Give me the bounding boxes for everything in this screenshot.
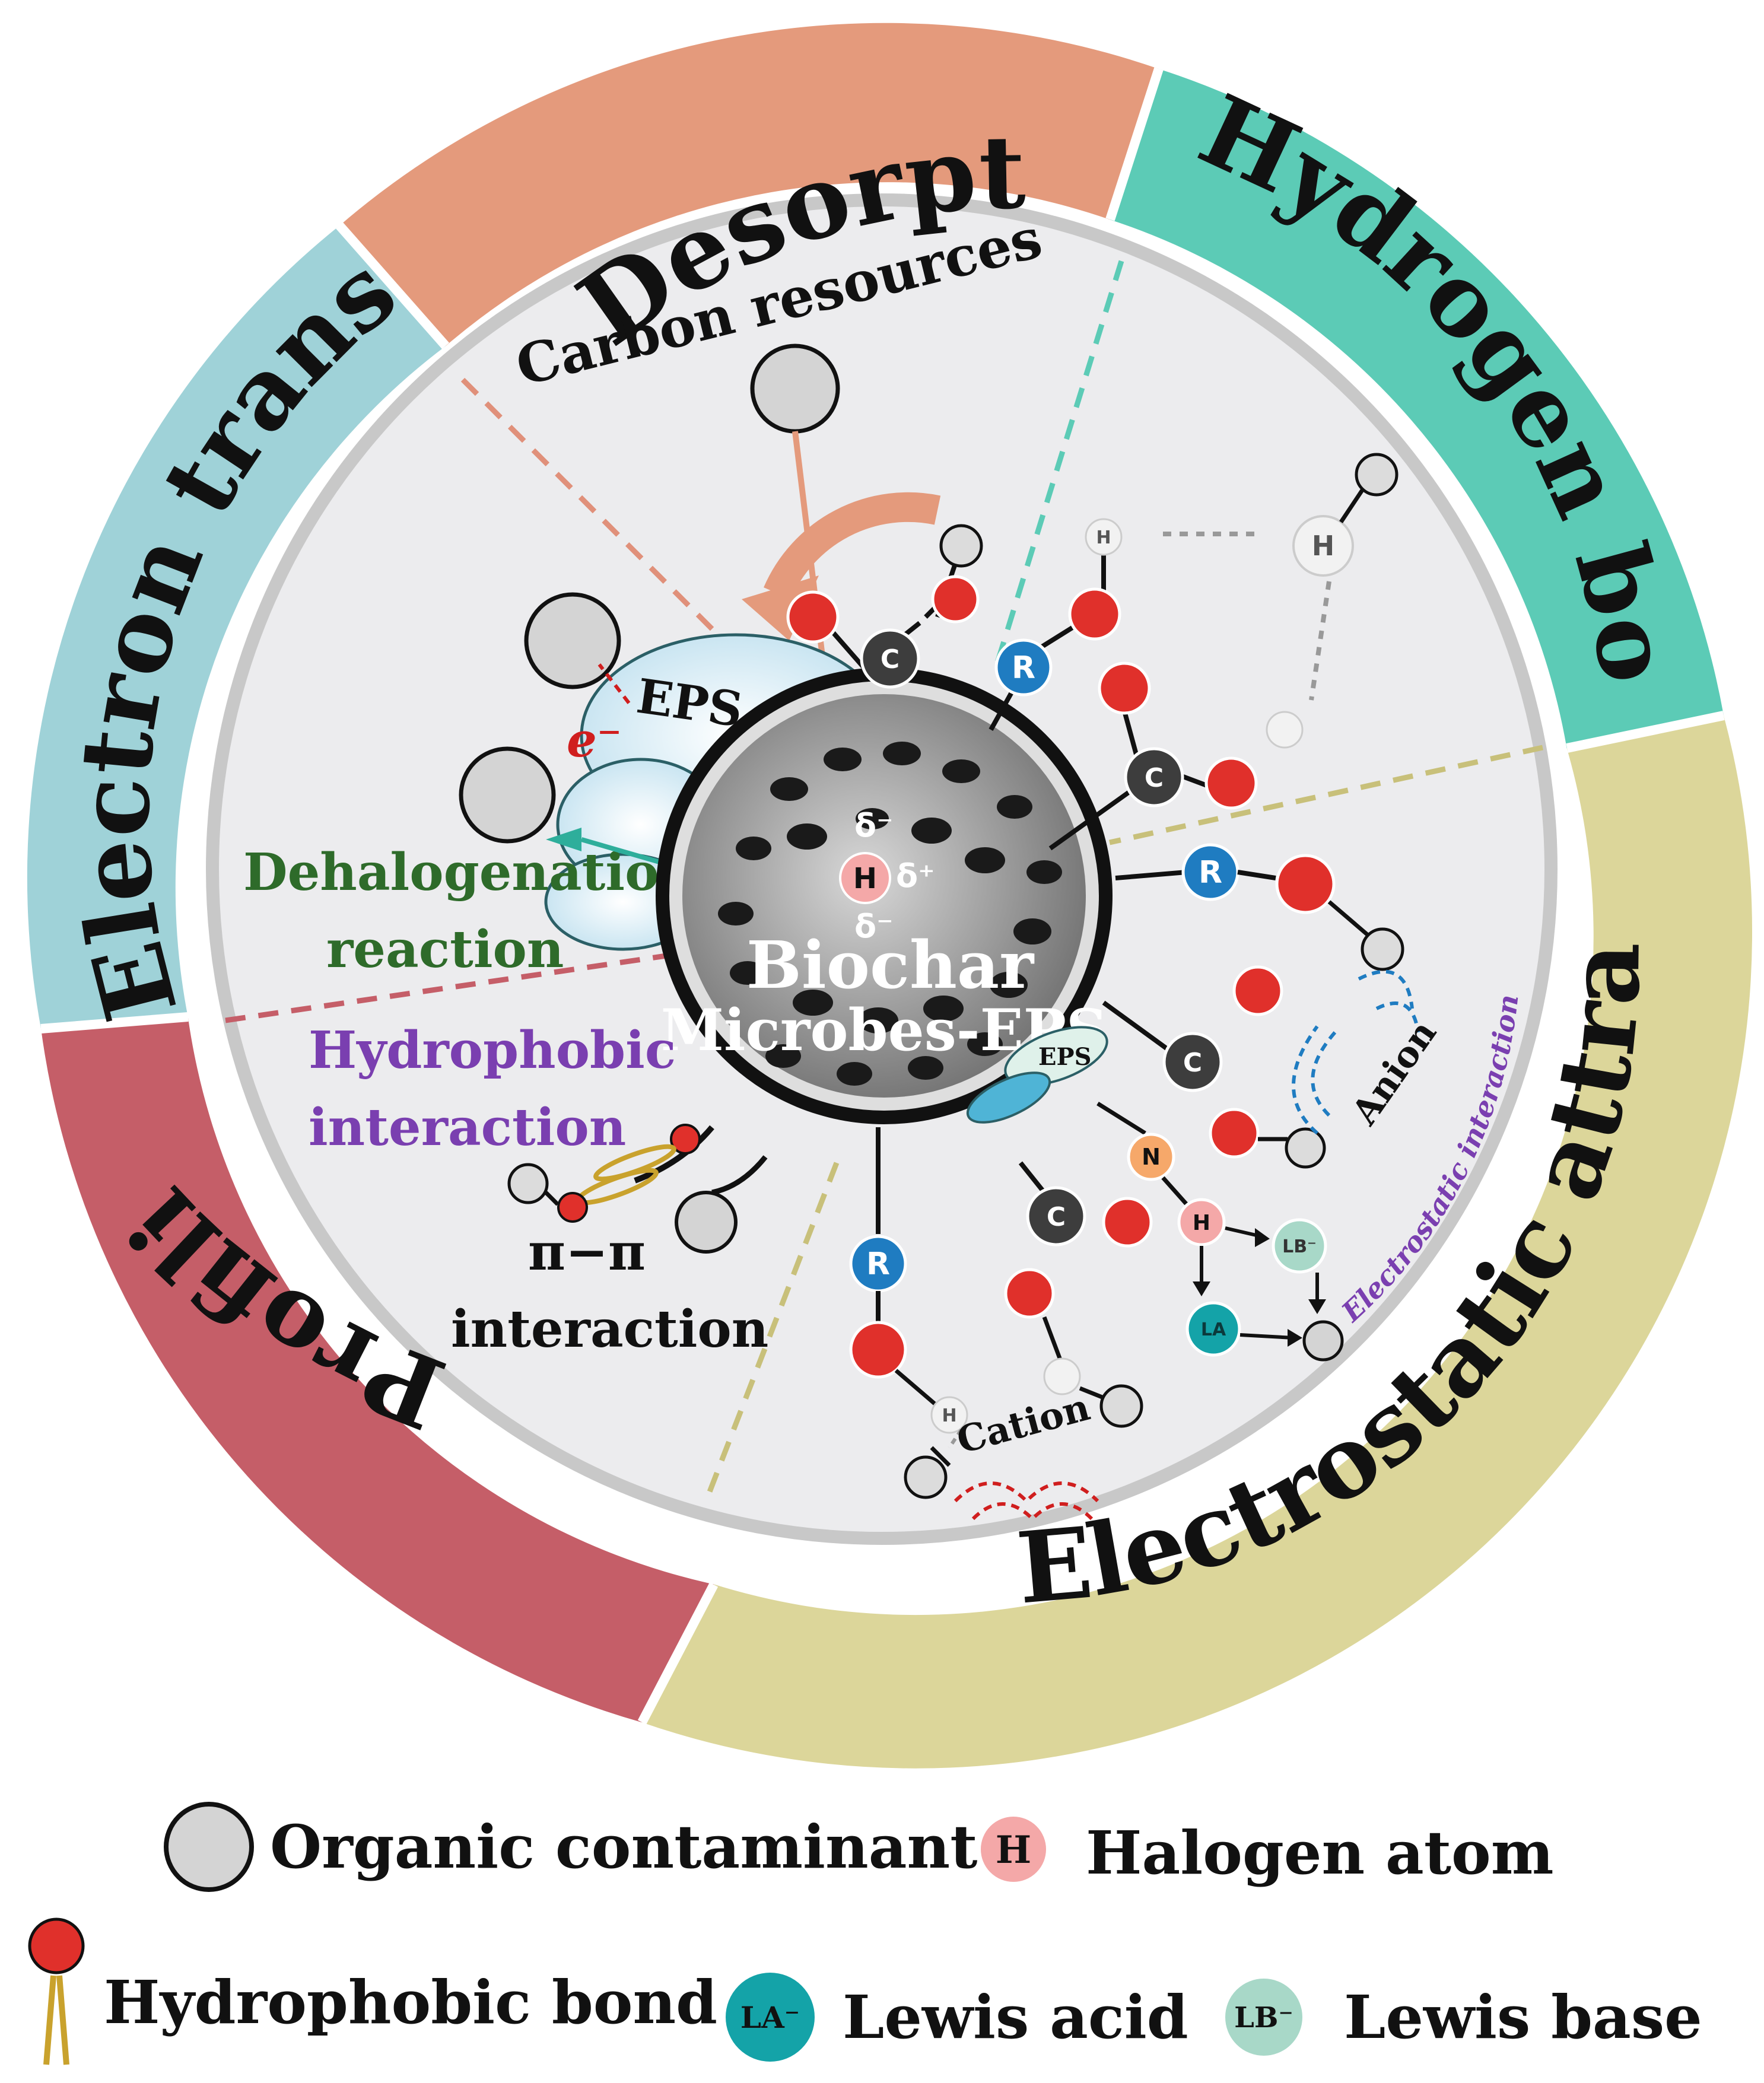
label-hydrophobic: Hydrophobic bbox=[309, 1020, 676, 1080]
atom-hydrogen bbox=[1285, 1127, 1326, 1169]
hydrophobic-bond-head bbox=[557, 1192, 588, 1223]
organic-contaminant bbox=[524, 592, 621, 689]
organic-contaminant bbox=[459, 746, 556, 844]
atom-oxygen bbox=[1232, 965, 1283, 1016]
lewis-base bbox=[1272, 1218, 1327, 1274]
cation-waves bbox=[953, 1481, 1099, 1522]
atom-oxygen bbox=[1209, 1108, 1260, 1159]
lewis-acid bbox=[1185, 1301, 1241, 1357]
halogen-atom-symbol: H bbox=[1193, 1211, 1210, 1235]
legend-lewis-acid: Lewis acid bbox=[843, 1982, 1188, 2052]
label-electron: e⁻ bbox=[567, 712, 622, 768]
atom-hydrogen bbox=[507, 1163, 549, 1204]
atom-carbon bbox=[860, 628, 920, 689]
atom-hydrogen bbox=[939, 524, 983, 568]
atom-oxygen bbox=[931, 575, 980, 624]
atom-hydrogen bbox=[1085, 518, 1123, 556]
segment-electron-transfer bbox=[27, 225, 446, 1029]
atom-hydrogen bbox=[1292, 515, 1354, 577]
atom-hydrogen-symbol: H bbox=[1312, 530, 1335, 562]
atom-hydrogen bbox=[1355, 453, 1399, 497]
organic-contaminant bbox=[750, 344, 840, 434]
label-delta-minus: δ⁻ bbox=[854, 807, 894, 844]
anion-waves bbox=[1292, 969, 1420, 1135]
atom-carbon-symbol: C bbox=[1183, 1048, 1202, 1078]
legend-halogen-atom: Halogen atom bbox=[1086, 1818, 1554, 1888]
atom-hydrogen bbox=[904, 1455, 948, 1499]
segment-profiling bbox=[41, 1017, 714, 1723]
atom-hydrogen bbox=[1099, 1384, 1143, 1428]
atom-nitrogen bbox=[1127, 1133, 1175, 1181]
atom-carbon-symbol: C bbox=[1145, 763, 1164, 793]
atom-hydrogen-symbol: H bbox=[1096, 527, 1111, 548]
atom-oxygen bbox=[1098, 662, 1151, 715]
atom-hydrogen bbox=[930, 1396, 968, 1434]
atom-carbon bbox=[1124, 747, 1184, 807]
label-delta-minus-2: δ⁻ bbox=[854, 908, 894, 945]
atom-carbon-symbol: C bbox=[1047, 1202, 1066, 1232]
desorption-arrow bbox=[764, 492, 941, 600]
segment-desorption bbox=[339, 23, 1159, 346]
legend-lewis-base-symbol: LB⁻ bbox=[1234, 2001, 1293, 2034]
divider-desorption-hydrogen bbox=[994, 260, 1124, 666]
legend-hydrophobic-bond-icon bbox=[28, 1917, 85, 2065]
atom-oxygen bbox=[786, 590, 840, 644]
halogen-atom bbox=[1177, 1198, 1226, 1246]
eps-small bbox=[966, 1026, 1108, 1124]
label-reaction: reaction bbox=[326, 920, 564, 980]
halogen-atom bbox=[839, 852, 891, 904]
atom-hydrogen-symbol: H bbox=[942, 1405, 956, 1426]
legend-organic-contaminant: Organic contaminant bbox=[270, 1812, 977, 1882]
legend-halogen-atom-icon bbox=[977, 1813, 1050, 1885]
atom-oxygen bbox=[1102, 1197, 1153, 1248]
divider-hydrogen-electro bbox=[1109, 745, 1543, 845]
label-eps-small: EPS bbox=[1038, 1043, 1091, 1071]
label-delta-plus: δ⁺ bbox=[896, 857, 935, 895]
electron-arrow bbox=[597, 663, 631, 704]
legend: Organic contaminant H Halogen atom Hydro… bbox=[28, 1802, 1702, 2065]
atom-r-group bbox=[994, 638, 1053, 697]
dehalogenation-arrow bbox=[546, 828, 581, 851]
legend-lewis-base-icon bbox=[1222, 1975, 1306, 2059]
divider-desorption-transfer bbox=[460, 377, 732, 649]
label-hydrophobic-interaction: interaction bbox=[309, 1098, 626, 1157]
label-pi-pi: π−π bbox=[528, 1222, 646, 1282]
legend-lewis-acid-symbol: LA⁻ bbox=[740, 2000, 800, 2035]
atom-r-symbol: R bbox=[1012, 650, 1035, 686]
organic-contaminant bbox=[1302, 1320, 1344, 1362]
atom-hydrogen bbox=[1043, 1357, 1081, 1395]
legend-lewis-base: Lewis base bbox=[1344, 1982, 1702, 2052]
atom-oxygen bbox=[1275, 854, 1336, 914]
atom-oxygen bbox=[849, 1321, 907, 1379]
segment-electrostatic-attraction bbox=[641, 715, 1753, 1769]
atom-hydrogen bbox=[1361, 927, 1404, 971]
halogen-atom-symbol: H bbox=[853, 862, 877, 895]
atom-oxygen bbox=[1004, 1268, 1055, 1319]
divider-profiling-electro bbox=[703, 1162, 840, 1502]
atom-r-symbol: R bbox=[1199, 855, 1222, 891]
legend-hydrophobic-bond: Hydrophobic bond bbox=[104, 1967, 717, 2037]
atom-nitrogen-symbol: N bbox=[1142, 1144, 1161, 1170]
legend-lewis-acid-icon bbox=[722, 1969, 818, 2065]
core-title: Biochar bbox=[746, 927, 1035, 1003]
atom-carbon-symbol: C bbox=[881, 644, 900, 675]
legend-organic-contaminant-icon bbox=[164, 1802, 254, 1892]
atom-oxygen bbox=[1068, 587, 1121, 641]
divider-transfer-profiling bbox=[225, 952, 671, 1023]
label-pi-interaction: interaction bbox=[451, 1299, 768, 1359]
segment-hydrogen-bonds bbox=[1110, 69, 1724, 748]
atom-carbon bbox=[1026, 1186, 1086, 1246]
atom-r-symbol: R bbox=[866, 1246, 890, 1282]
atom-hydrogen bbox=[1266, 711, 1304, 749]
atom-carbon bbox=[1162, 1032, 1223, 1092]
lewis-base-symbol: LB⁻ bbox=[1282, 1236, 1317, 1257]
legend-halogen-atom-symbol: H bbox=[996, 1828, 1031, 1872]
hydrophobic-bond-head bbox=[670, 1124, 701, 1155]
organic-contaminant bbox=[675, 1191, 738, 1254]
lewis-acid-symbol: LA bbox=[1201, 1319, 1226, 1340]
atom-oxygen bbox=[1204, 756, 1258, 810]
